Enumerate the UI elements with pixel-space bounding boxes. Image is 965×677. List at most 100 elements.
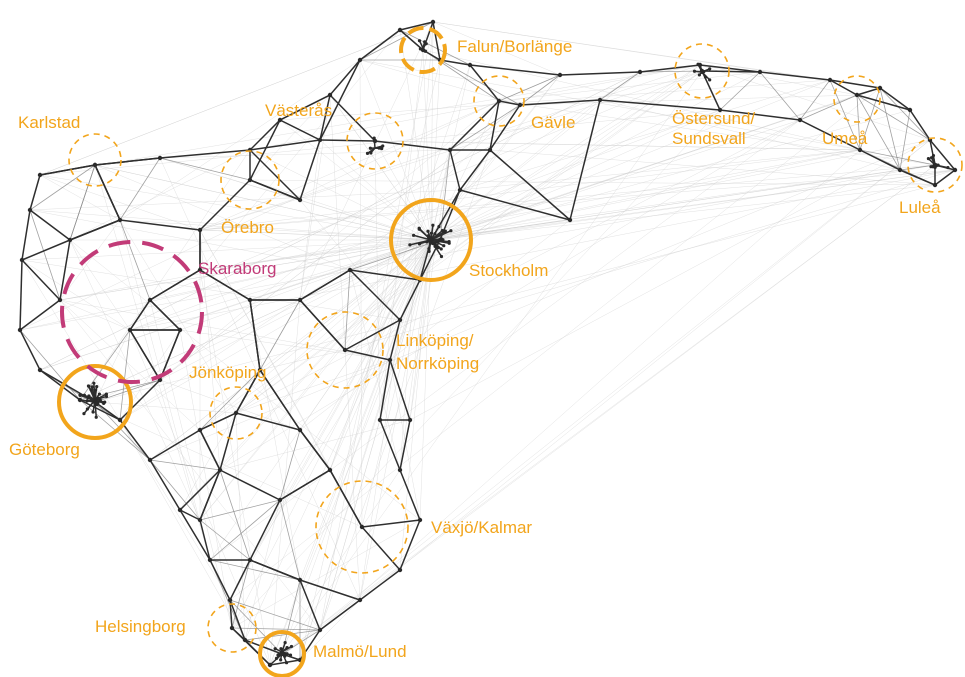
stockholm-label: Stockholm <box>469 261 548 280</box>
helsingborg-label: Helsingborg <box>95 617 186 636</box>
strong-edge <box>21 259 61 301</box>
strong-edge <box>374 140 451 151</box>
faint-edge <box>235 359 391 414</box>
faint-edge <box>379 49 424 421</box>
faint-edge <box>349 239 432 271</box>
network-node <box>279 658 283 662</box>
faint-edge <box>235 239 432 414</box>
network-node <box>357 57 363 63</box>
faint-edge <box>430 109 911 241</box>
strong-edge <box>79 399 121 421</box>
faint-edge <box>489 149 936 186</box>
mid-edge <box>799 79 831 121</box>
ostersund-ring <box>674 43 730 99</box>
faint-edge <box>409 139 931 421</box>
network-node <box>708 78 712 82</box>
faint-edge <box>299 599 361 661</box>
faint-edge <box>430 79 831 241</box>
faint-edge <box>409 239 432 421</box>
network-node <box>857 147 863 153</box>
faint-edge <box>299 239 432 581</box>
mid-edge <box>439 149 451 241</box>
strong-edge <box>449 100 500 151</box>
strong-edge <box>39 369 81 401</box>
network-node <box>77 397 83 403</box>
faint-edge <box>94 164 432 241</box>
network-node <box>177 507 183 513</box>
ostersund-label-line1: Östersund/ <box>672 109 755 128</box>
faint-edge <box>299 279 421 661</box>
network-node <box>67 237 73 243</box>
faint-edge <box>399 239 432 571</box>
faint-edge <box>299 239 432 661</box>
network-node <box>359 524 365 530</box>
network-node <box>37 172 43 178</box>
strong-edge <box>569 99 601 221</box>
faint-edge <box>299 199 432 241</box>
linkoping-label-line2: Norrköping <box>396 354 479 373</box>
strong-edge <box>559 71 641 76</box>
faint-edge <box>430 109 721 241</box>
faint-edge <box>119 71 641 421</box>
network-node <box>757 69 763 75</box>
faint-edge <box>94 164 211 561</box>
network-node <box>377 417 383 423</box>
strong-edge <box>279 94 331 121</box>
strong-edge <box>29 174 41 211</box>
jonkoping-ring <box>209 386 263 440</box>
strong-edge <box>459 149 491 191</box>
strong-edge <box>879 87 911 111</box>
faint-edge <box>430 184 936 241</box>
strong-edge <box>719 109 801 121</box>
faint-edge <box>19 164 936 331</box>
faint-edge <box>244 499 281 641</box>
network-node <box>19 257 25 263</box>
strong-edge <box>459 189 571 221</box>
strong-edge <box>179 509 211 561</box>
network-node <box>430 19 436 25</box>
strong-edge <box>344 349 391 361</box>
strong-edge <box>199 269 251 301</box>
mid-edge <box>149 459 201 521</box>
network-node <box>379 146 383 150</box>
faint-edge <box>430 64 701 241</box>
faint-edge <box>269 139 931 666</box>
network-node <box>952 167 958 173</box>
faint-edge <box>279 239 432 501</box>
lulea-ring <box>907 137 963 193</box>
network-node <box>931 153 936 158</box>
network-node <box>273 647 277 651</box>
faint-edge <box>59 239 432 301</box>
strong-edge <box>259 369 301 431</box>
network-node <box>85 407 90 411</box>
network-node <box>91 410 95 414</box>
network-node <box>297 427 303 433</box>
faint-edge <box>179 412 237 511</box>
faint-edge <box>199 29 401 271</box>
strong-edge <box>159 329 181 381</box>
linkoping-label-line1: Linköping/ <box>396 331 474 350</box>
stockholm-ring <box>389 198 473 282</box>
network-node <box>57 297 63 303</box>
network-node <box>197 427 203 433</box>
network-node <box>907 107 913 113</box>
network-node <box>932 182 938 188</box>
network-node <box>368 146 372 150</box>
strong-edge <box>231 627 271 666</box>
network-node <box>447 240 451 244</box>
mid-edge <box>639 70 703 73</box>
faint-edge <box>430 71 761 241</box>
network-node <box>147 297 153 303</box>
network-node <box>95 396 100 400</box>
faint-edge <box>129 169 956 331</box>
faint-edge <box>344 169 956 351</box>
strong-edge <box>829 79 881 89</box>
network-node <box>417 227 421 231</box>
faint-edge <box>430 94 858 241</box>
network-node <box>197 227 203 233</box>
ostersund-label-line2: Sundsvall <box>672 129 746 148</box>
strong-edge <box>599 99 721 111</box>
strong-edge <box>469 64 500 102</box>
faint-edge <box>430 149 491 241</box>
mid-edge <box>899 164 936 171</box>
